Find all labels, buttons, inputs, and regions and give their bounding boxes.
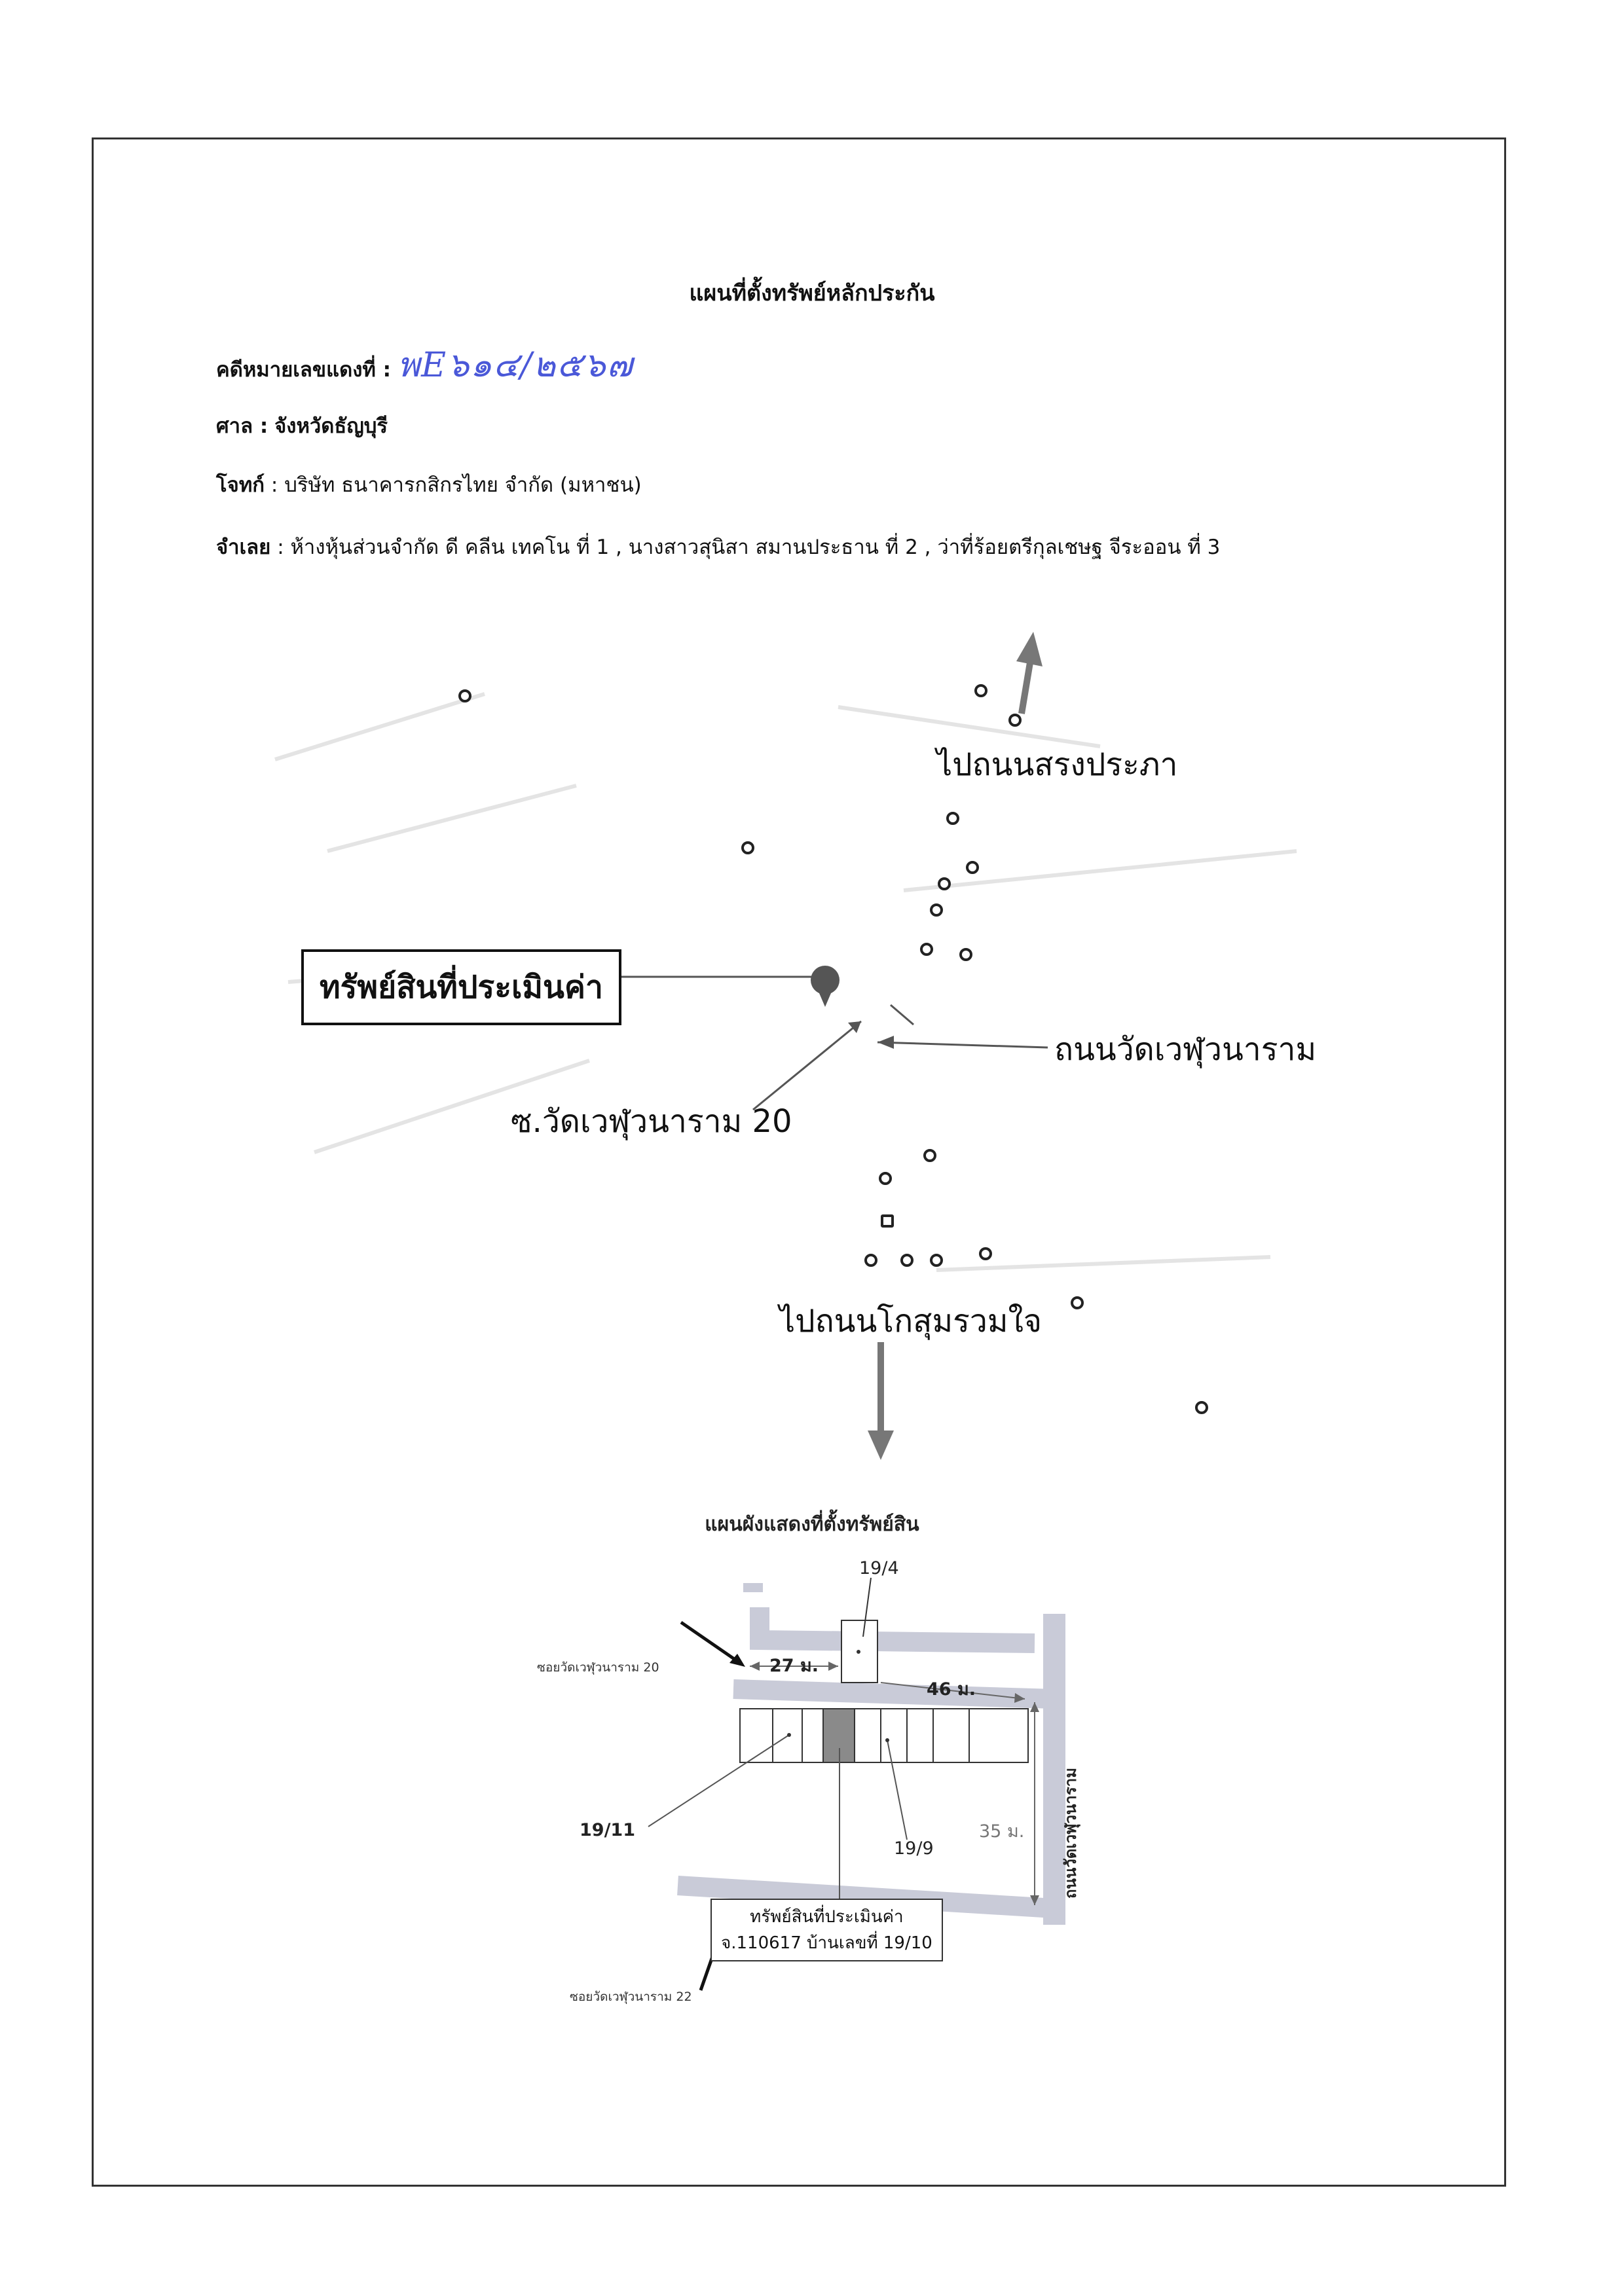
location-map: ไปถนนสรงประภา ทรัพย์สินที่ประเมินค่า ถนน… [249,615,1362,1493]
poi-marker-icon [930,903,943,917]
label-19-11: 19/11 [580,1820,636,1840]
poi-marker-icon [959,948,972,961]
court-row: ศาล : จังหวัดธัญบุรี [216,409,388,442]
label-35m: 35 ม. [979,1821,1025,1842]
poi-marker-icon [979,1247,992,1260]
poi-marker-icon [946,812,959,825]
label-19-4: 19/4 [859,1558,899,1578]
property-label-box: ทรัพย์สินที่ประเมินค่า [301,949,621,1025]
property-info-title: ทรัพย์สินที่ประเมินค่า [750,1907,904,1927]
plaintiff-label: โจทก์ [216,473,265,497]
site-plan-title: แผนผังแสดงที่ตั้งทรัพย์สิน [705,1513,919,1536]
court-label: ศาล : [216,414,268,438]
poi-marker-icon [458,689,471,702]
defendant-label: จำเลย [216,536,271,559]
label-soi-20: ซอยวัดเวฬุวนาราม 20 [537,1660,659,1675]
label-road-main: ถนนวัดเวฬุวนาราม [1054,1031,1317,1068]
north-arrow-icon [1016,632,1043,714]
label-road-vertical: ถนนวัดเวฬุวนาราม [1061,1767,1080,1899]
site-plan-graphics [648,1577,1065,1991]
road-pointer-line [877,1041,1048,1049]
poi-marker-icon [930,1254,943,1267]
poi-marker-icon [938,877,951,890]
poi-marker-icon [974,684,987,697]
label-46m: 46 ม. [927,1679,976,1700]
poi-marker-icon [923,1149,936,1162]
defendant-row: จำเลย : ห้างหุ้นส่วนจำกัด ดี คลีน เทคโน … [216,530,1220,563]
case-number-label: คดีหมายเลขแดงที่ : [216,358,391,382]
label-soi-20: ซ.วัดเวฬุวนาราม 20 [511,1103,792,1140]
property-info-box: ทรัพย์สินที่ประเมินค่า จ.110617 บ้านเลขท… [710,1899,943,1961]
court-value: จังหวัดธัญบุรี [274,414,388,438]
plaintiff-value: : บริษัท ธนาคารกสิกรไทย จำกัด (มหาชน) [270,473,642,497]
south-arrow-icon [868,1342,894,1460]
poi-marker-icon [1071,1296,1084,1309]
property-info-detail: จ.110617 บ้านเลขที่ 19/10 [721,1933,932,1953]
poi-marker-icon [900,1254,913,1267]
poi-marker-icon [1195,1401,1208,1414]
case-number-handwritten: พE๖๑๔/๒๕๖๗ [397,346,634,385]
poi-marker-icon [879,1172,892,1185]
poi-marker-icon [1008,714,1022,727]
document-title: แผนที่ตั้งทรัพย์หลักประกัน [689,280,935,306]
defendant-value: : ห้างหุ้นส่วนจำกัด ดี คลีน เทคโน ที่ 1 … [277,536,1221,559]
label-27m: 27 ม. [769,1656,819,1676]
map-graphics [274,632,1297,1460]
label-soi-22: ซอยวัดเวฬุวนาราม 22 [570,1990,692,2004]
plaintiff-row: โจทก์ : บริษัท ธนาคารกสิกรไทย จำกัด (มหา… [216,468,642,501]
site-plan: 19/4 27 ม. 46 ม. ซอยวัดเวฬุวนาราม 20 19/… [537,1558,1126,2016]
soi-pointer-line [752,1020,862,1111]
property-pin-icon [811,966,840,1007]
label-to-south: ไปถนนโกสุมรวมใจ [779,1303,1043,1339]
label-to-north: ไปถนนสรงประภา [936,746,1178,783]
poi-marker-icon [920,943,933,956]
poi-marker-icon [741,841,754,854]
page-border [92,137,1506,2187]
label-19-9: 19/9 [894,1838,934,1859]
poi-marker-icon [881,1214,894,1228]
case-number-row: คดีหมายเลขแดงที่ : พE๖๑๔/๒๕๖๗ [216,337,634,392]
poi-marker-icon [966,861,979,874]
poi-marker-icon [864,1254,877,1267]
